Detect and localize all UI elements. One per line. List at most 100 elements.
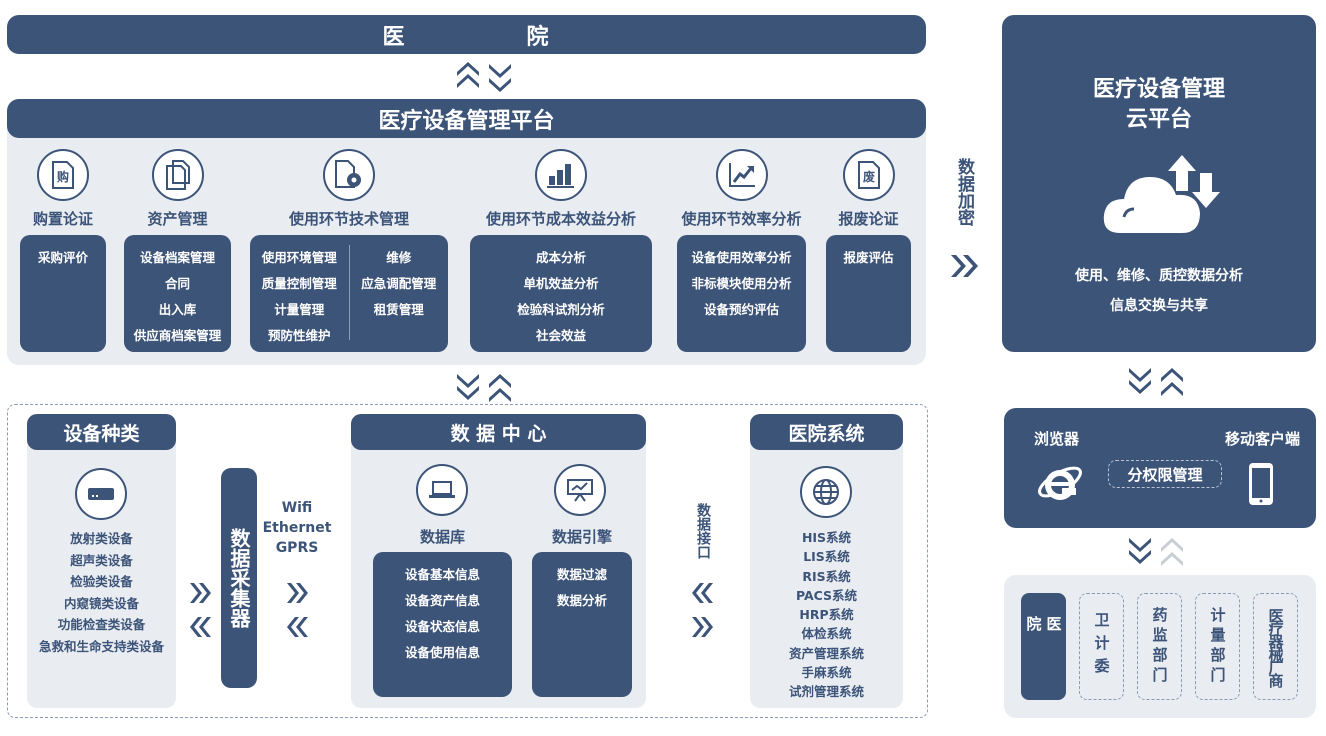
module-item[interactable]: 质量控制管理	[261, 276, 337, 291]
module-item-list: 成本分析单机效益分析检验科试剂分析社会效益	[470, 245, 652, 349]
right-arrow-icon	[951, 255, 978, 277]
hospital-system-item[interactable]: LIS系统	[803, 549, 850, 565]
module-item[interactable]: 应急调配管理	[361, 276, 437, 291]
database-item[interactable]: 设备使用信息	[404, 645, 480, 660]
module-item[interactable]: 社会效益	[535, 328, 586, 343]
hospital-bar: 医 院	[7, 15, 926, 54]
stakeholder-label: 医院	[1024, 616, 1063, 677]
module-item[interactable]: 单机效益分析	[523, 276, 599, 291]
hospital-system-item[interactable]: HRP系统	[799, 607, 854, 623]
left-arrow-icon	[287, 617, 308, 637]
device-type-item[interactable]: 超声类设备	[70, 552, 133, 568]
module-title: 使用环节技术管理	[288, 210, 409, 228]
stakeholder-label: 医疗器械厂商	[1266, 607, 1285, 686]
browser-label: 浏览器	[1034, 430, 1080, 448]
purchase-doc-icon: 购	[37, 149, 89, 201]
scrap-doc-icon: 废	[842, 149, 895, 201]
hospital-system-item[interactable]: 手麻系统	[801, 665, 852, 681]
module-item[interactable]: 成本分析	[535, 250, 586, 265]
browser-ie-icon	[1038, 466, 1082, 500]
hospital-system-item[interactable]: PACS系统	[795, 587, 858, 603]
network-labels: Wifi Ethernet GPRS	[262, 498, 332, 558]
database-item[interactable]: 设备资产信息	[404, 593, 480, 608]
module-item[interactable]: 设备使用效率分析	[691, 250, 792, 265]
stakeholder-3[interactable]: 计量部门	[1195, 593, 1240, 700]
data-center-title: 数 据 中 心	[351, 414, 646, 450]
module-item[interactable]: 设备预约评估	[703, 302, 779, 317]
device-type-item[interactable]: 内窥镜类设备	[63, 595, 139, 611]
module-item[interactable]: 报废评估	[843, 250, 894, 265]
svg-text:废: 废	[862, 169, 874, 184]
module-item[interactable]: 使用环境管理	[261, 250, 337, 265]
module-title: 购置论证	[32, 210, 93, 228]
doc-gear-icon	[323, 149, 375, 201]
module-title: 使用环节成本效益分析	[485, 210, 636, 228]
hospital-systems-panel	[750, 414, 903, 708]
module-box: 设备使用效率分析非标模块使用分析设备预约评估	[677, 235, 806, 352]
svg-text:购: 购	[57, 169, 69, 184]
clients-panel: 浏览器 移动客户端 分权限管理	[1004, 408, 1316, 528]
module-title: 资产管理	[147, 210, 208, 228]
module-item[interactable]: 出入库	[158, 302, 197, 317]
stakeholder-0[interactable]: 医院	[1021, 593, 1066, 700]
hospital-system-item[interactable]: 资产管理系统	[788, 645, 864, 661]
right-arrow-icon	[190, 583, 211, 603]
module-item[interactable]: 维修	[386, 250, 412, 265]
module-item[interactable]: 采购评价	[37, 250, 88, 265]
hospital-system-item[interactable]: HIS系统	[801, 530, 852, 545]
engine-item[interactable]: 数据过滤	[556, 567, 607, 582]
device-types-title: 设备种类	[27, 414, 176, 450]
cloud-feature-analysis: 使用、维修、质控数据分析	[1075, 268, 1243, 284]
device-type-item[interactable]: 检验类设备	[70, 574, 133, 589]
cloud-platform-panel: 医疗设备管理 云平台 使用、维修、质控数据分析 信息交换与共享	[1002, 15, 1316, 352]
data-engine-label: 数据引擎	[551, 528, 612, 546]
trend-chart-icon	[715, 149, 768, 201]
module-item-list: 报废评估	[826, 245, 911, 271]
module-box: 使用环境管理质量控制管理计量管理预防性维护 维修应急调配管理租赁管理	[250, 235, 448, 352]
platform-title: 医疗设备管理平台	[7, 99, 926, 138]
module-box: 采购评价	[20, 235, 106, 352]
database-item[interactable]: 设备状态信息	[404, 619, 480, 634]
network-wifi: Wifi	[281, 500, 313, 516]
documents-icon	[151, 149, 204, 201]
module-title: 使用环节效率分析	[681, 210, 802, 228]
database-item[interactable]: 设备基本信息	[404, 567, 480, 582]
module-item-list: 使用环境管理质量控制管理计量管理预防性维护	[250, 245, 350, 343]
permission-management[interactable]: 分权限管理	[1108, 460, 1222, 488]
globe-icon	[800, 466, 852, 518]
stakeholder-4[interactable]: 医疗器械厂商	[1253, 593, 1298, 700]
bidirectional-arrow-icon	[457, 374, 511, 402]
right-arrow-icon	[692, 617, 713, 637]
hospital-system-item[interactable]: RIS系统	[802, 568, 851, 584]
bar-chart-icon	[535, 149, 587, 201]
module-box: 成本分析单机效益分析检验科试剂分析社会效益	[470, 235, 652, 352]
stakeholder-label: 卫计委	[1092, 612, 1111, 681]
bidirectional-arrow-icon	[457, 62, 511, 92]
engine-item[interactable]: 数据分析	[556, 593, 607, 608]
module-item[interactable]: 设备档案管理	[139, 250, 215, 265]
module-item[interactable]: 租赁管理	[373, 302, 424, 317]
device-type-item[interactable]: 放射类设备	[70, 531, 133, 546]
module-item[interactable]: 预防性维护	[267, 328, 331, 343]
hospital-systems-title: 医院系统	[750, 414, 903, 450]
module-item[interactable]: 计量管理	[274, 302, 325, 317]
module-item[interactable]: 检验科试剂分析	[517, 302, 605, 317]
bidirectional-arrow-icon	[1129, 538, 1183, 566]
hospital-system-item[interactable]: 体检系统	[801, 626, 852, 642]
stakeholder-2[interactable]: 药监部门	[1137, 593, 1182, 700]
hospital-system-item[interactable]: 试剂管理系统	[788, 684, 864, 700]
module-item[interactable]: 合同	[164, 276, 190, 291]
data-interface-label: 数据接口	[695, 503, 711, 559]
cloud-sync-icon	[1103, 155, 1220, 233]
module-item-list: 采购评价	[20, 245, 106, 271]
device-type-item[interactable]: 急救和生命支持类设备	[38, 638, 164, 654]
module-item[interactable]: 非标模块使用分析	[691, 276, 792, 291]
stakeholder-label: 药监部门	[1150, 606, 1169, 687]
device-type-item[interactable]: 功能检查类设备	[57, 617, 146, 632]
cloud-feature-sharing: 信息交换与共享	[1110, 298, 1208, 314]
stakeholder-1[interactable]: 卫计委	[1079, 593, 1124, 700]
device-icon	[75, 468, 127, 520]
left-arrow-icon	[190, 617, 211, 637]
module-item[interactable]: 供应商档案管理	[133, 328, 222, 343]
cloud-title: 医疗设备管理	[1092, 77, 1225, 102]
